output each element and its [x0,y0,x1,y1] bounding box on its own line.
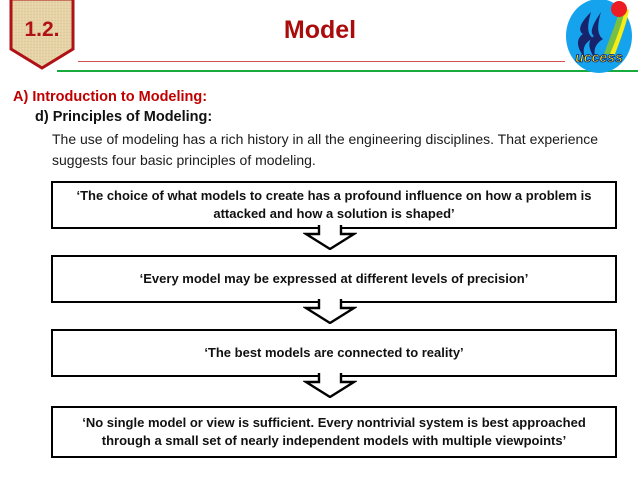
flow-box-text: ‘Every model may be expressed at differe… [139,271,529,286]
down-arrow-icon [303,372,357,398]
flow-box-principle-1: ‘The choice of what models to create has… [51,181,617,229]
down-arrow-icon [303,224,357,250]
flow-box-text: ‘The choice of what models to create has… [76,188,592,221]
flow-box-text: ‘No single model or view is sufficient. … [82,415,586,448]
heading-principles-of-modeling: d) Principles of Modeling: [35,109,213,125]
flow-box-text: ‘The best models are connected to realit… [204,345,464,360]
slide-header: 1.2. Model uccess [0,0,638,84]
success-logo: uccess [563,0,635,76]
logo-wordmark: uccess [575,49,623,65]
flow-box-principle-3: ‘The best models are connected to realit… [51,329,617,377]
heading-introduction-to-modeling: A) Introduction to Modeling: [13,89,208,105]
flow-box-principle-2: ‘Every model may be expressed at differe… [51,255,617,303]
divider-green [57,70,638,72]
down-arrow-icon [303,298,357,324]
badge-number-label: 1.2. [24,18,60,41]
intro-paragraph: The use of modeling has a rich history i… [52,131,599,168]
page-title: Model [283,16,357,44]
divider-red [78,61,565,62]
flow-box-principle-4: ‘No single model or view is sufficient. … [51,406,617,458]
section-number-badge: 1.2. [8,0,76,72]
